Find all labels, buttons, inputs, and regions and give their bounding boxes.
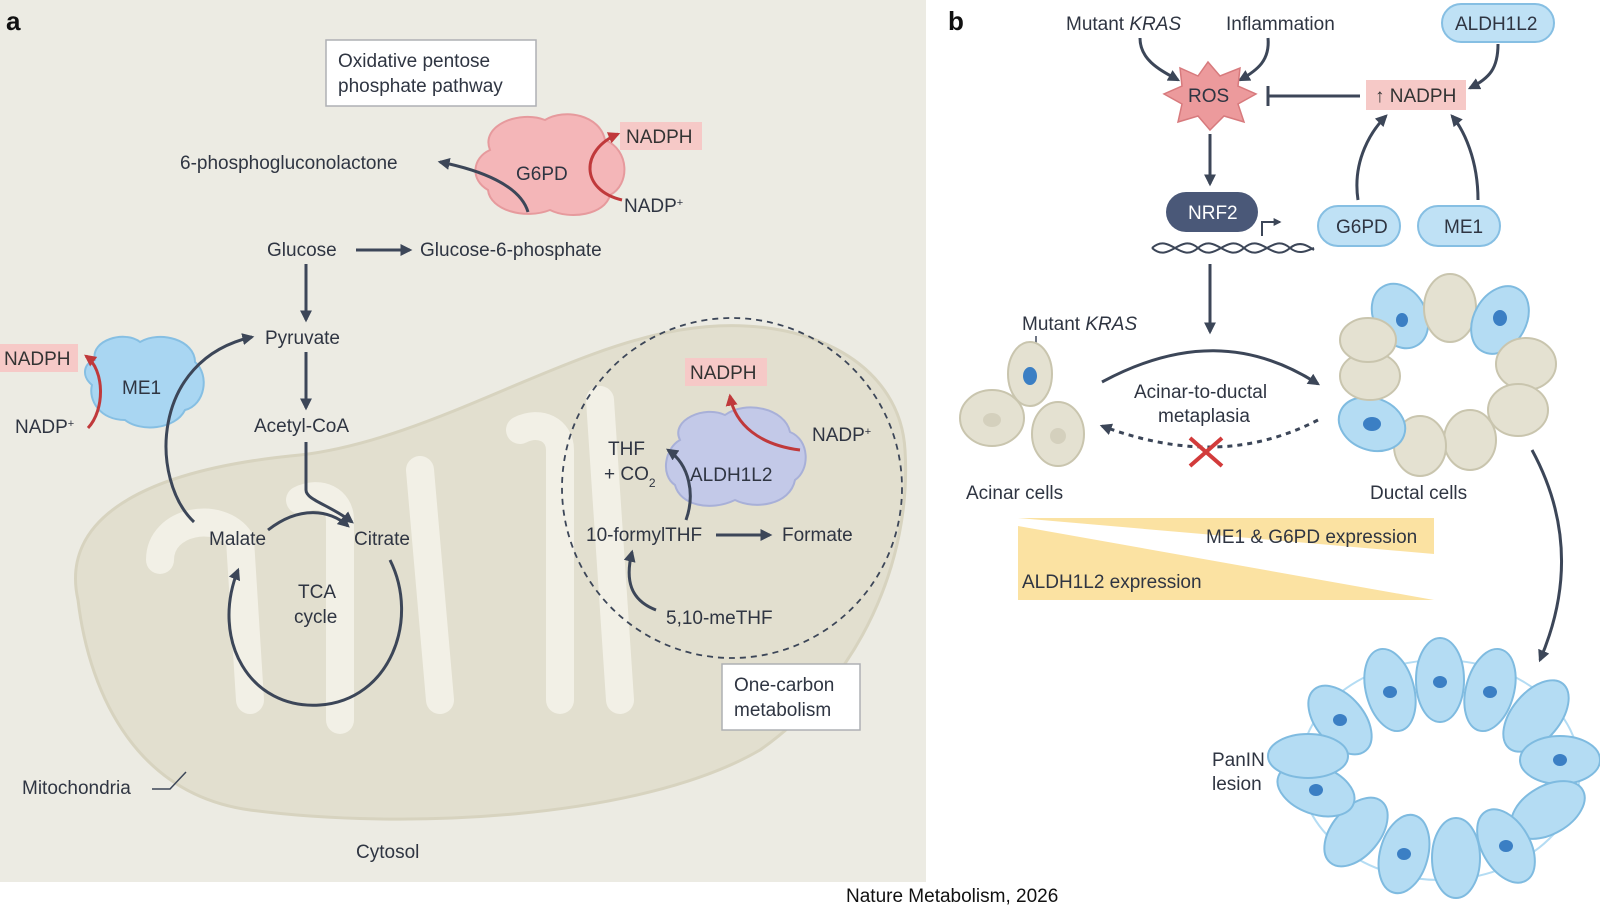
blocked-cross (1188, 436, 1224, 468)
panel-a-label: a (6, 6, 21, 36)
pyruvate-label: Pyruvate (265, 328, 340, 349)
nadph-me1-label: NADPH (4, 349, 71, 370)
nadp-top-label: NADP+ (624, 196, 683, 217)
adm-reverse-arrow (1099, 418, 1319, 449)
tca-line1: TCA (298, 582, 336, 603)
transcription-start-arrow (1261, 218, 1282, 236)
aldh1l2-expr-label: ALDH1L2 expression (1022, 572, 1202, 593)
kras-to-ros-arrow (1138, 37, 1181, 82)
mitochondria-label: Mitochondria (22, 778, 131, 799)
expr-me1-g6pd-band (1018, 518, 1434, 554)
malate-label: Malate (209, 529, 266, 550)
nadp-me1-label: NADP+ (15, 417, 74, 438)
aldh1l2-pill-label: ALDH1L2 (1455, 14, 1537, 35)
formylthf-to-thf-arrow (666, 448, 692, 521)
nadph-top-box (620, 122, 702, 150)
g6pd-to-nadph-arrow (1355, 114, 1388, 201)
nadph-inhibits-ros (1266, 86, 1360, 106)
glucose-label: Glucose (267, 240, 337, 261)
source-credit: Nature Metabolism, 2026 (846, 886, 1058, 907)
adm-line2: metaplasia (1158, 406, 1250, 427)
acinar-cell-1-nucleus (1023, 367, 1037, 385)
panin-line2: lesion (1212, 774, 1262, 795)
me1-g6pd-expr-label: ME1 & G6PD expression (1206, 527, 1417, 548)
nadph-aldh-box (685, 358, 767, 386)
acinar-label: Acinar cells (966, 483, 1063, 504)
aldh1l2-to-nadph-arrow (1467, 43, 1500, 90)
panin-lesion (1267, 637, 1600, 899)
ductal-label: Ductal cells (1370, 483, 1467, 504)
adm-line1: Acinar-to-ductal (1134, 382, 1267, 403)
me1-label: ME1 (122, 378, 161, 399)
me1-pill-label: ME1 (1444, 217, 1483, 238)
oppp-box (325, 39, 537, 107)
one-carbon-dashed-circle (561, 317, 903, 659)
adm-forward-arrow (1101, 349, 1321, 386)
oppp-line2: phosphate pathway (338, 76, 503, 97)
citrate-label: Citrate (354, 529, 410, 550)
aldh1l2-enzyme (665, 406, 807, 507)
inflammation-to-ros-arrow (1237, 37, 1270, 82)
ros-label: ROS (1188, 86, 1229, 107)
ros-burst (1162, 60, 1258, 132)
mitochondrion-cristae (146, 386, 634, 734)
thf-label: THF (608, 439, 645, 460)
aldh1l2-red-arrow (725, 393, 801, 452)
acetylcoa-label: Acetyl-CoA (254, 416, 349, 437)
ductal-to-panin-arrow (1530, 449, 1563, 663)
one-carbon-box (721, 663, 861, 731)
nrf2-label: NRF2 (1188, 203, 1238, 224)
g6pd-label: G6PD (516, 164, 568, 185)
nadph-me1-box (0, 344, 78, 372)
me1-to-nadph-arrow (1450, 114, 1480, 201)
co2-label: + CO2 (604, 464, 656, 490)
g6p-label: Glucose-6-phosphate (420, 240, 602, 261)
acinar-cell-2-nucleus (983, 413, 1001, 427)
tca-cycle-arc (227, 559, 404, 707)
malate-to-pyruvate-arrow (164, 333, 255, 524)
g6pd-pill (1317, 205, 1401, 247)
oppp-line1: Oxidative pentose (338, 51, 490, 72)
onecarbon-line2: metabolism (734, 700, 831, 721)
g6pd-red-arrow (588, 132, 623, 202)
mutant-kras-top: Mutant KRAS (1066, 14, 1181, 35)
nadph-up-box (1366, 80, 1466, 110)
aldh1l2-pill (1441, 3, 1555, 43)
mutant-kras-mid: Mutant KRAS (1022, 314, 1137, 335)
nadph-aldh-label: NADPH (690, 363, 757, 384)
methf-to-formylthf-arrow (623, 549, 657, 612)
nadph-top-label: NADPH (626, 127, 693, 148)
methf-label: 5,10-meTHF (666, 608, 773, 629)
malate-to-citrate-arc (267, 511, 350, 532)
nadph-up-label: ↑ NADPH (1375, 86, 1456, 107)
nrf2-pill (1166, 192, 1258, 232)
g6p-to-lactone-arrow (437, 158, 530, 213)
inflammation-label: Inflammation (1226, 14, 1335, 35)
phosphogluconolactone-label: 6-phosphogluconolactone (180, 153, 398, 174)
nadp-aldh-label: NADP+ (812, 425, 871, 446)
formate-label: Formate (782, 525, 853, 546)
dna-helix-b (1151, 242, 1315, 254)
panin-line1: PanIN (1212, 750, 1265, 771)
me1-pill (1417, 205, 1501, 247)
acinar-cell-3-nucleus (1050, 428, 1066, 444)
formylthf-label: 10-formylTHF (586, 525, 702, 546)
aldh1l2-label: ALDH1L2 (690, 465, 772, 486)
onecarbon-line1: One-carbon (734, 675, 834, 696)
tca-line2: cycle (294, 607, 337, 628)
mitochondria-leader (152, 771, 187, 790)
g6pd-pill-label: G6PD (1336, 217, 1388, 238)
ductal-cell-ring (1337, 273, 1557, 477)
cytosol-label: Cytosol (356, 842, 419, 863)
expr-aldh1l2-band (1018, 526, 1434, 600)
me1-red-arrow (84, 354, 102, 430)
panel-b-label: b (948, 6, 964, 36)
